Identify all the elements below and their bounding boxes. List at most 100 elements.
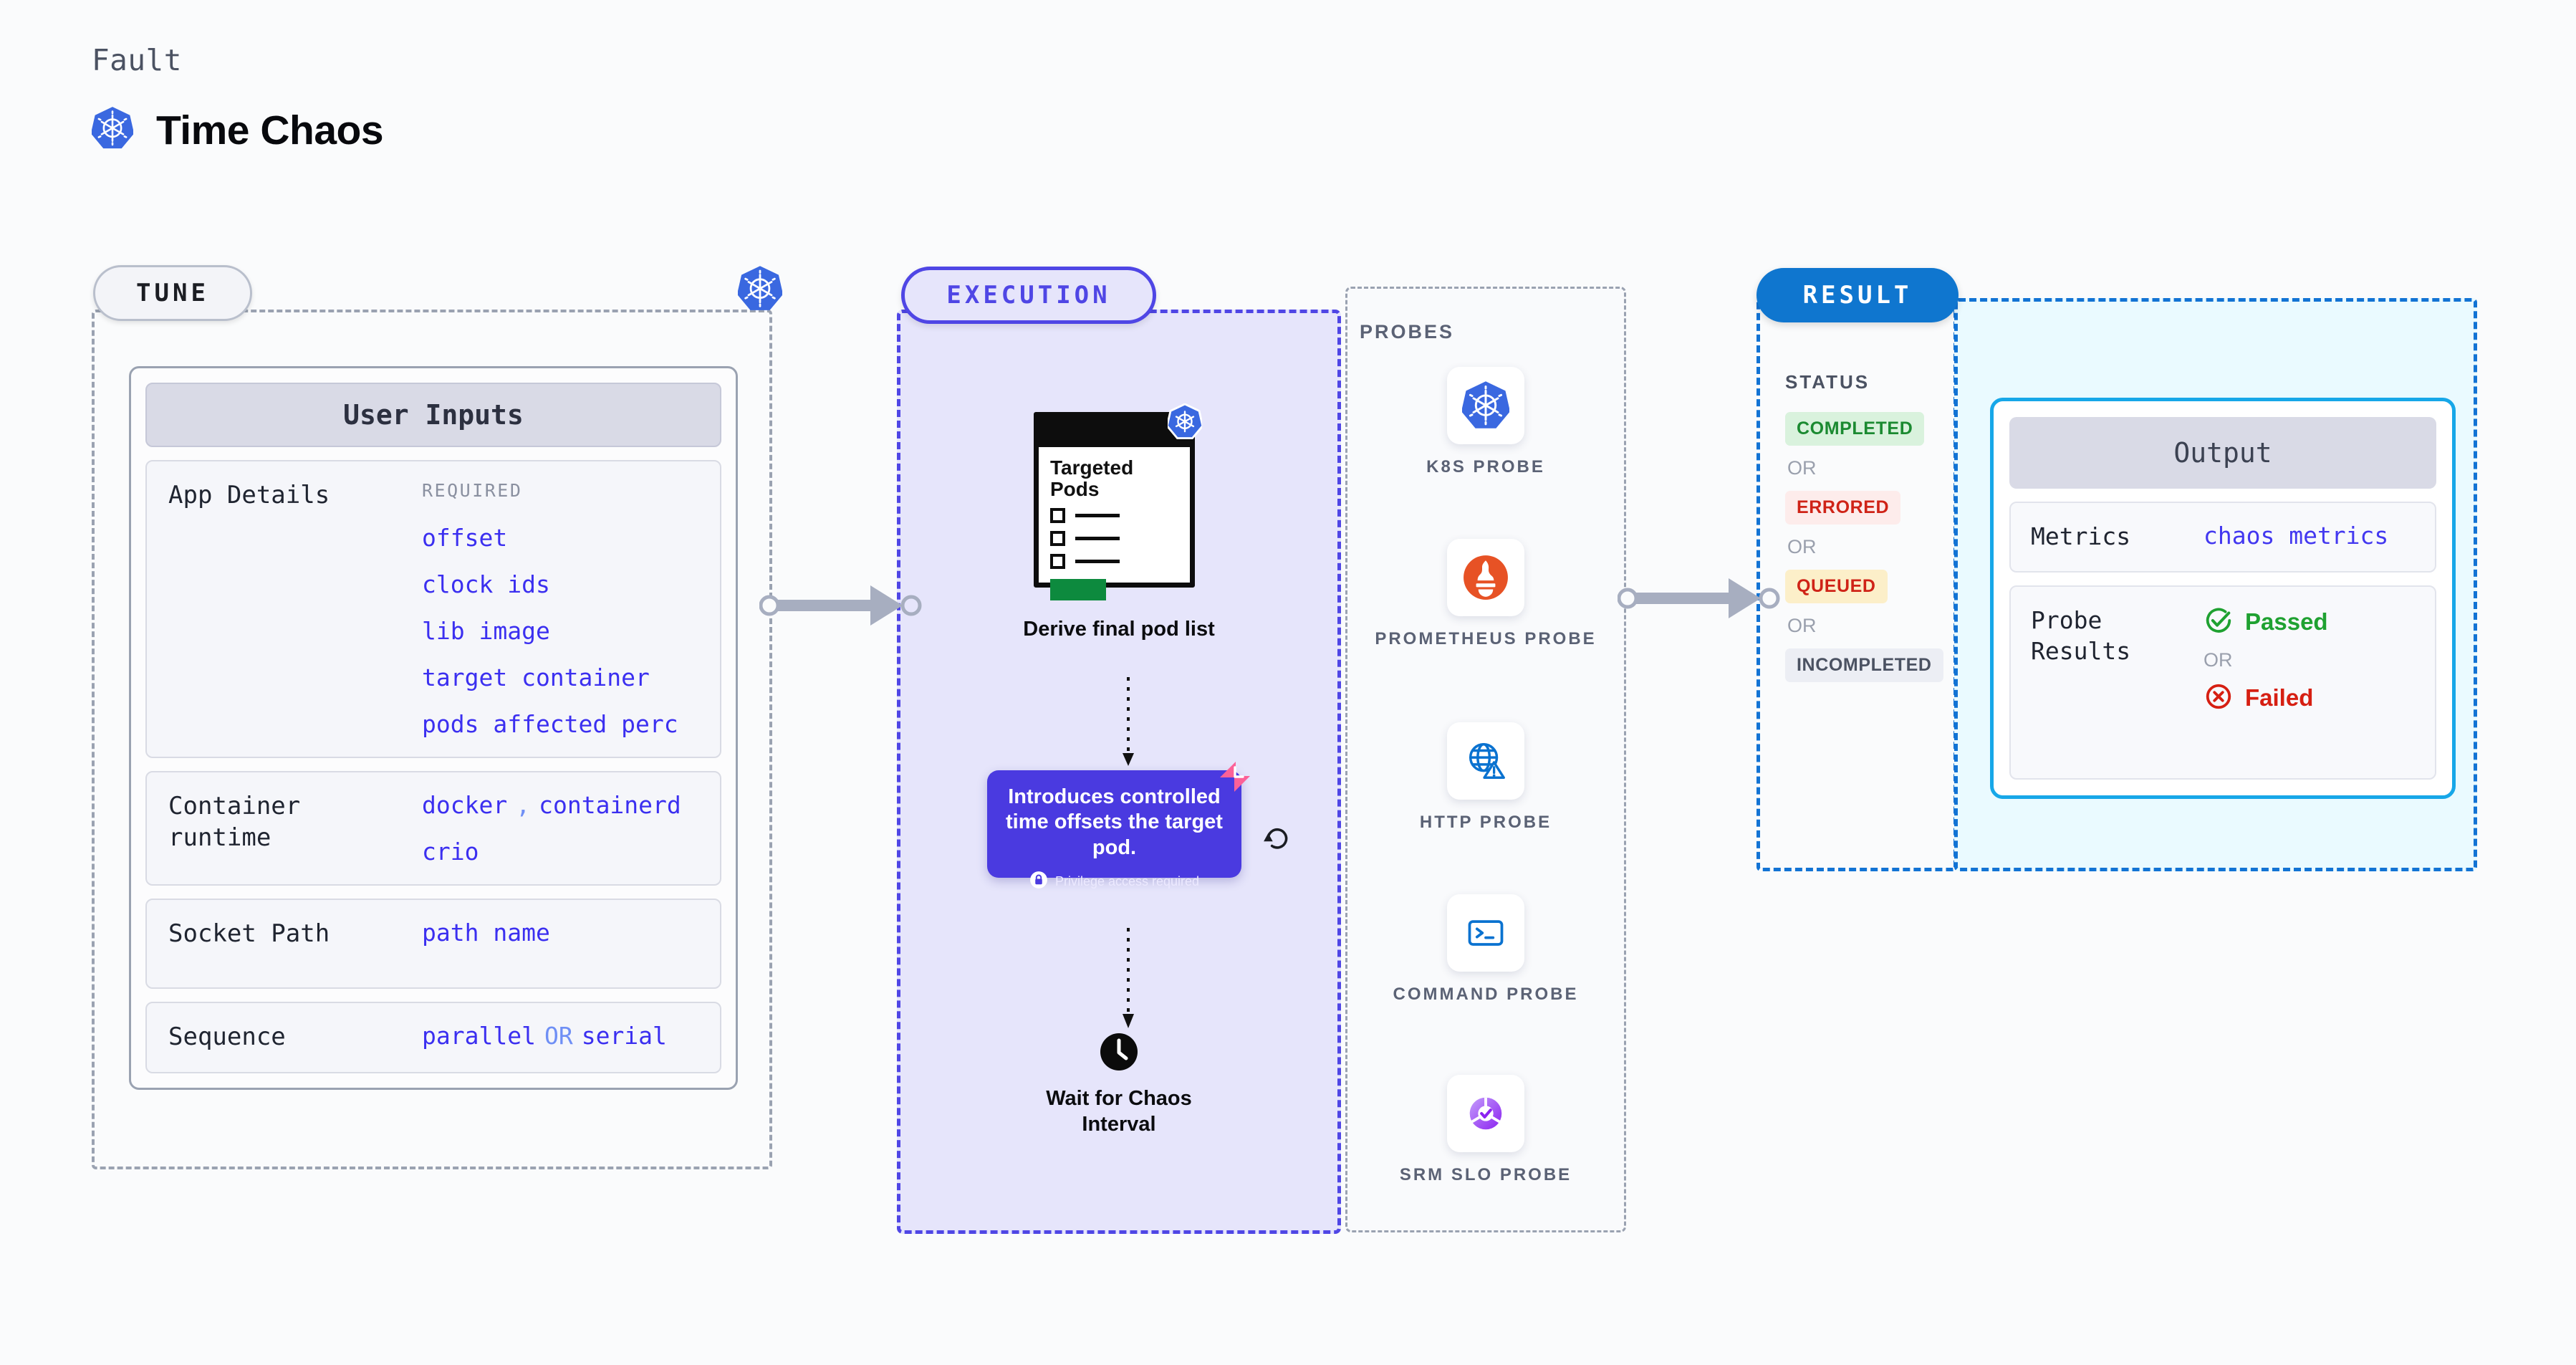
status-badge-completed: COMPLETED xyxy=(1785,412,1925,446)
or-separator: OR xyxy=(2203,648,2233,671)
row-label: Sequence xyxy=(168,1022,286,1052)
targeted-pods-title: Targeted Pods xyxy=(1050,456,1134,501)
row-label: App Details xyxy=(168,481,330,510)
privilege-note: Privilege access required xyxy=(1003,871,1226,893)
lock-icon xyxy=(1029,871,1048,893)
time-skew-icon xyxy=(1217,759,1253,798)
checkbox-row xyxy=(1050,508,1178,524)
flow-arrow-tune-to-execution xyxy=(759,585,922,626)
output-row-metrics[interactable]: Metrics chaos metrics xyxy=(2009,502,2436,573)
user-inputs-title: User Inputs xyxy=(145,383,721,448)
or-separator: OR xyxy=(1787,457,1817,479)
status-badge-incompleted: INCOMPLETED xyxy=(1785,648,1943,682)
value-separator: OR xyxy=(544,1022,573,1050)
result-badge[interactable]: RESULT xyxy=(1756,268,1959,322)
placeholder-bar xyxy=(1075,537,1120,541)
refresh-icon[interactable] xyxy=(1262,823,1292,856)
row-label: Metrics xyxy=(2031,522,2131,550)
flow-arrow-down xyxy=(1123,677,1134,766)
http-globe-warning-icon xyxy=(1447,722,1524,800)
input-row-app-details[interactable]: App Details REQUIRED offset clock ids li… xyxy=(145,460,721,759)
output-card: Output Metrics chaos metrics Probe Resul… xyxy=(1990,398,2456,799)
or-separator: OR xyxy=(1787,615,1817,636)
srm-slo-icon xyxy=(1447,1075,1524,1152)
flow-arrow-execution-to-result xyxy=(1618,578,1780,618)
value-lib-image: lib image xyxy=(422,617,550,646)
row-label: Container runtime xyxy=(168,792,301,852)
kubernetes-icon xyxy=(1447,367,1524,444)
input-row-sequence[interactable]: Sequence parallel OR serial xyxy=(145,1002,721,1073)
value-serial: serial xyxy=(581,1022,667,1050)
probe-item-http[interactable]: HTTP PROBE xyxy=(1345,722,1626,833)
card-titlebar xyxy=(1039,417,1190,447)
checkbox-icon xyxy=(1050,508,1065,524)
required-tag: REQUIRED xyxy=(422,480,523,502)
placeholder-bar xyxy=(1075,560,1120,564)
row-label: Socket Path xyxy=(168,919,330,949)
metrics-value: chaos metrics xyxy=(2203,522,2389,550)
probe-label: PROMETHEUS PROBE xyxy=(1375,629,1597,648)
fault-description-callout: Introduces controlled time offsets the t… xyxy=(987,762,1250,889)
check-circle-icon xyxy=(2203,605,2234,639)
fault-eyebrow: Fault xyxy=(92,43,182,77)
checkbox-icon xyxy=(1050,554,1065,570)
kubernetes-icon xyxy=(736,265,784,316)
prometheus-icon xyxy=(1447,539,1524,616)
execution-badge[interactable]: EXECUTION xyxy=(901,267,1156,324)
user-inputs-card: User Inputs App Details REQUIRED offset … xyxy=(129,366,738,1090)
passed-label: Passed xyxy=(2245,608,2328,636)
output-title: Output xyxy=(2009,417,2436,489)
wait-step-label: Wait for Chaos Interval xyxy=(1046,1087,1192,1136)
value-containerd: containerd xyxy=(539,791,681,820)
checkbox-icon xyxy=(1050,531,1065,547)
value-path-name: path name xyxy=(422,919,550,947)
input-row-socket-path[interactable]: Socket Path path name xyxy=(145,899,721,990)
probe-item-prometheus[interactable]: PROMETHEUS PROBE xyxy=(1345,539,1626,650)
probe-label: K8S PROBE xyxy=(1426,457,1545,476)
output-row-probe-results[interactable]: Probe Results Passed OR xyxy=(2009,585,2436,780)
terminal-icon xyxy=(1447,894,1524,972)
probes-title: PROBES xyxy=(1360,321,1455,343)
x-circle-icon xyxy=(2203,681,2234,715)
probe-label: SRM SLO PROBE xyxy=(1399,1165,1572,1184)
or-separator: OR xyxy=(1787,536,1817,557)
status-list: COMPLETED OR ERRORED OR QUEUED OR INCOMP… xyxy=(1785,412,1943,682)
value-crio: crio xyxy=(422,838,479,866)
targeted-pods-card: Targeted Pods xyxy=(1034,412,1195,601)
tune-badge[interactable]: TUNE xyxy=(93,265,252,321)
flow-arrow-down xyxy=(1123,928,1134,1028)
derive-pod-list-label: Derive final pod list xyxy=(1023,618,1215,641)
value-clock-ids: clock ids xyxy=(422,570,550,599)
probe-result-failed: Failed xyxy=(2203,681,2328,715)
value-offset: offset xyxy=(422,524,508,552)
wait-for-chaos-interval-step: Wait for Chaos Interval xyxy=(897,1032,1341,1138)
probe-label: HTTP PROBE xyxy=(1419,813,1552,832)
row-label: Probe Results xyxy=(2031,605,2131,665)
probe-label: COMMAND PROBE xyxy=(1393,985,1579,1004)
status-label: STATUS xyxy=(1785,371,1870,393)
probe-result-passed: Passed xyxy=(2203,605,2328,639)
page-title: Time Chaos xyxy=(156,107,384,153)
value-docker: docker xyxy=(422,791,508,820)
title-row: Time Chaos xyxy=(90,106,384,154)
checkbox-row xyxy=(1050,531,1178,547)
kubernetes-icon xyxy=(1166,403,1204,444)
clock-icon xyxy=(1099,1033,1139,1075)
probe-item-srm-slo[interactable]: SRM SLO PROBE xyxy=(1345,1075,1626,1186)
value-pods-affected-perc: pods affected perc xyxy=(422,710,678,739)
failed-label: Failed xyxy=(2245,684,2314,712)
status-bar xyxy=(1050,579,1106,601)
value-separator: , xyxy=(516,791,531,820)
tune-panel: User Inputs App Details REQUIRED offset … xyxy=(92,310,772,1169)
value-parallel: parallel xyxy=(422,1022,536,1050)
status-badge-errored: ERRORED xyxy=(1785,491,1901,525)
checkbox-row xyxy=(1050,554,1178,570)
page-header: Fault Time Chaos xyxy=(90,43,384,154)
input-row-container-runtime[interactable]: Container runtime docker , containerd cr… xyxy=(145,771,721,886)
value-target-container: target container xyxy=(422,664,650,692)
placeholder-bar xyxy=(1075,514,1120,518)
probe-item-command[interactable]: COMMAND PROBE xyxy=(1345,894,1626,1005)
probe-item-k8s[interactable]: K8S PROBE xyxy=(1345,367,1626,478)
status-badge-queued: QUEUED xyxy=(1785,570,1888,603)
callout-text: Introduces controlled time offsets the t… xyxy=(1006,785,1223,859)
